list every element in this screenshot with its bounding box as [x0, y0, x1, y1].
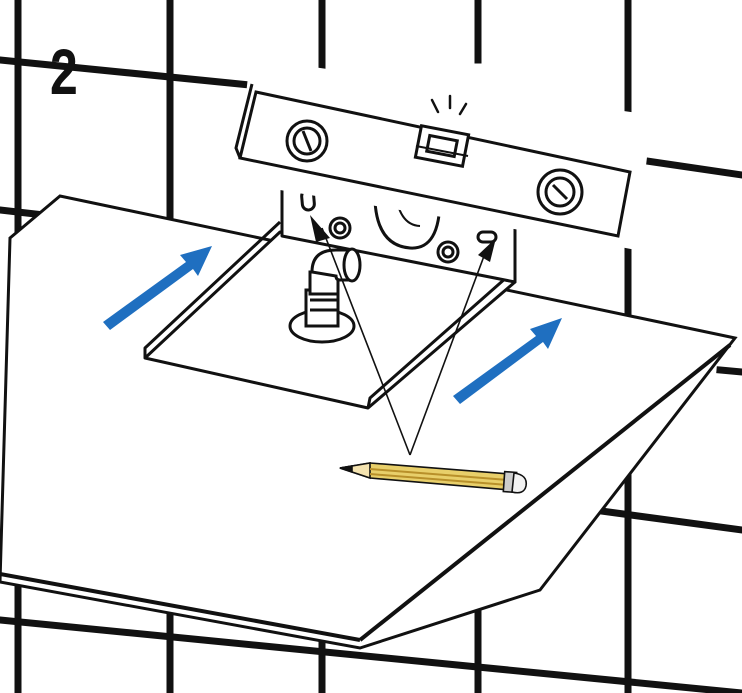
pointer-lines: [321, 227, 488, 456]
direction-arrow-icon: [103, 246, 562, 404]
spirit-level: [234, 58, 652, 250]
pointer-arrow-icon: [310, 215, 496, 262]
shine-marks-icon: [430, 94, 468, 116]
countertop: [0, 194, 738, 650]
pipe-fitting: [288, 247, 362, 344]
step-number: 2: [50, 36, 78, 108]
bubble-vial-icon: [413, 123, 471, 169]
level-tool-icon: [234, 83, 632, 238]
pencil-icon: [339, 462, 528, 494]
